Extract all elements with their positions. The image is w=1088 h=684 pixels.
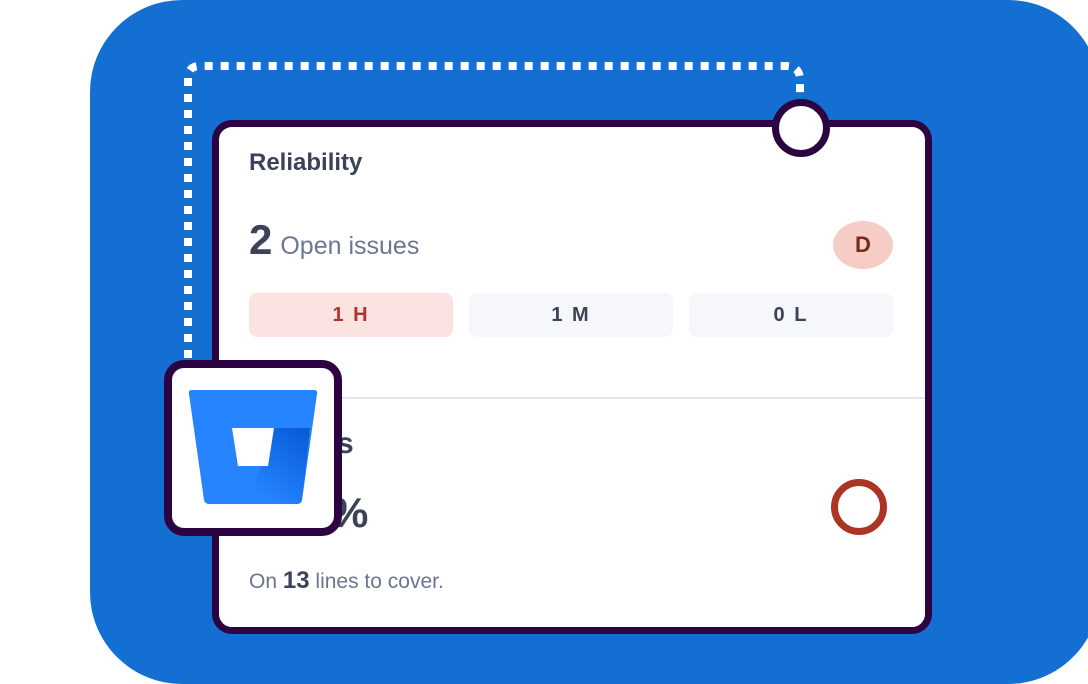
severity-medium-button[interactable]: 1 M xyxy=(469,293,673,337)
lines-to-cover-count: 13 xyxy=(282,567,310,594)
issues-label: Open issues xyxy=(280,232,420,260)
bitbucket-icon xyxy=(188,390,318,504)
footer-prefix: On xyxy=(249,570,278,593)
open-issues-summary: 2 Open issues xyxy=(249,219,419,261)
card-title: Reliability xyxy=(249,149,363,176)
issues-count: 2 xyxy=(249,216,273,263)
severity-breakdown: 1 H 1 M 0 L xyxy=(249,293,893,337)
severity-high-button[interactable]: 1 H xyxy=(249,293,453,337)
coverage-footer: On 13 lines to cover. xyxy=(249,567,444,595)
coverage-ring-icon xyxy=(831,479,887,535)
connector-node-icon xyxy=(772,99,830,157)
severity-low-button[interactable]: 0 L xyxy=(689,293,893,337)
grade-badge: D xyxy=(833,221,893,269)
bitbucket-logo-box xyxy=(164,360,342,536)
section-divider xyxy=(339,397,925,399)
footer-suffix: lines to cover. xyxy=(315,570,444,593)
